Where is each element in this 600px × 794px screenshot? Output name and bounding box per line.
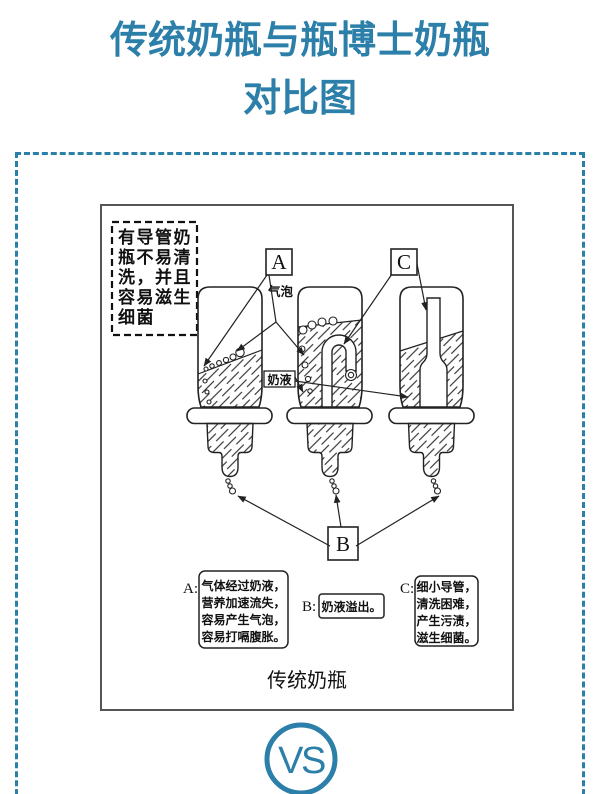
note-box: [110, 220, 199, 337]
annotation-a-line: 容易打嗝腹胀。: [200, 629, 285, 644]
dashed-frame: [15, 152, 585, 794]
middle-nipple: [306, 422, 354, 478]
note-line: 洗，并且: [118, 267, 192, 287]
note-line: 瓶不易清: [118, 247, 192, 267]
left-nipple: [206, 422, 254, 478]
leader-lines: [203, 263, 440, 547]
annotation-b-label: B:: [302, 599, 316, 615]
label-c-box: [390, 248, 418, 276]
title-line1: 传统奶瓶与瓶博士奶瓶: [109, 20, 490, 62]
vs-text: VS: [278, 740, 325, 782]
label-c: C: [397, 250, 411, 274]
annotation-a-label: A:: [183, 581, 198, 597]
label-b-box: [327, 526, 359, 561]
vs-ring: [264, 722, 338, 794]
annotation-c-line: 细小导管，: [416, 579, 476, 594]
bubble-label: 气泡: [267, 284, 294, 299]
annotation-a-line: 营养加速流失，: [201, 595, 285, 610]
label-a: A: [271, 250, 287, 274]
note-line: 有导管奶: [118, 227, 192, 247]
note-line: 容易滋生: [118, 287, 192, 307]
annotation-c-label: C:: [400, 581, 414, 597]
right-bottle: [388, 286, 475, 495]
middle-tube: [321, 334, 357, 408]
title-line2: 对比图: [242, 78, 357, 120]
right-tube: [419, 297, 448, 408]
note-line: 细菌: [118, 307, 155, 327]
milk-label-box: [263, 370, 296, 388]
annotation-c-box: [414, 575, 479, 647]
annotation-a-line: 容易产生气泡，: [200, 612, 285, 627]
annotation-c-line: 产生污渍，: [416, 613, 476, 628]
caption: 传统奶瓶: [267, 669, 347, 692]
page-title: 传统奶瓶与瓶博士奶瓶 对比图: [0, 12, 600, 128]
annotation-a-line: 气体经过奶液，: [200, 578, 285, 593]
label-a-box: [265, 248, 293, 276]
annotation-c-line: 清洗困难，: [416, 596, 476, 611]
label-b: B: [336, 532, 350, 556]
annotation-c-line: 滋生细菌。: [416, 630, 476, 645]
annotation-b-box: [318, 593, 385, 619]
milk-label: 奶液: [267, 372, 291, 387]
left-milk: [198, 350, 262, 407]
right-nipple: [407, 422, 456, 478]
annotation-a-box: [198, 570, 289, 649]
annotation-b-text: 奶液溢出。: [321, 599, 381, 614]
